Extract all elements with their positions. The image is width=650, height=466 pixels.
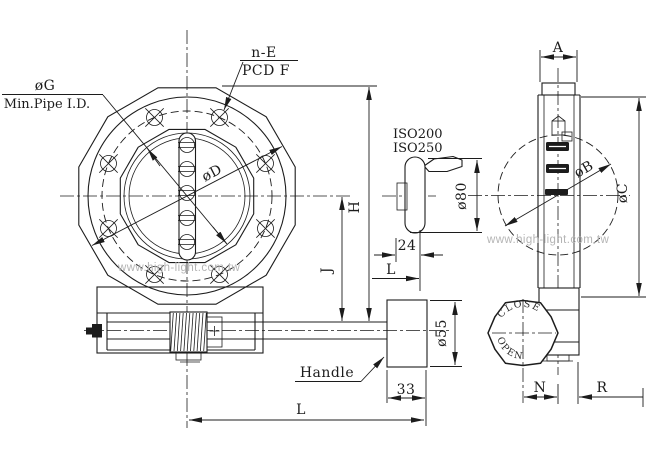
- dim-80-label: ø80: [454, 182, 470, 210]
- dim-C-label: øC: [615, 183, 631, 203]
- bolt-spec-callout: n-E PCD F: [223, 45, 298, 111]
- iso-plate: [404, 156, 426, 234]
- pipe-id-label-bottom: Min.Pipe I.D.: [4, 97, 90, 112]
- dim-knob-diameter-label: ø55: [434, 319, 450, 347]
- dim-A-label: A: [552, 40, 564, 56]
- worm-screw: [169, 311, 208, 353]
- watermark-left: www.high-light.com.tw: [117, 262, 240, 274]
- front-view: øG Min.Pipe I.D. n-E PCD F øD: [2, 30, 350, 428]
- dim-H-label: H: [347, 201, 363, 214]
- dim-B-label: øB: [571, 158, 596, 182]
- adjuster-bolt: [86, 324, 102, 338]
- side-view: CLOSE OPEN A øB øC N: [468, 40, 646, 407]
- iso-mount-detail: ISO200 ISO250 ø80 24 L: [372, 127, 482, 291]
- disc-diameter-dimension: øD: [91, 146, 283, 246]
- dim-C: øC: [581, 96, 646, 298]
- gear-nut: [206, 316, 223, 348]
- pcd-label: PCD F: [242, 63, 290, 79]
- dim-33-label: 33: [397, 382, 416, 398]
- handwheel: CLOSE OPEN: [487, 299, 559, 403]
- handle-knob: [386, 299, 428, 368]
- iso-standard-1: ISO200: [393, 127, 443, 142]
- iso-boss: [396, 182, 408, 211]
- dim-J-label: J: [319, 267, 335, 275]
- dim-R-label: R: [596, 380, 607, 396]
- pipe-id-label-top: øG: [35, 78, 56, 94]
- handle-label: Handle: [300, 365, 354, 381]
- flange-circle: [87, 96, 287, 296]
- dim-L-small-label: L: [386, 262, 396, 278]
- stem-assembly: [545, 115, 573, 195]
- dim-A: A: [539, 40, 578, 82]
- bolt-count-label: n-E: [251, 45, 276, 61]
- dim-N-R: N R: [524, 362, 644, 407]
- dim-24-label: 24: [398, 238, 417, 254]
- watermark-right: www.high-light.com.tw: [486, 234, 609, 246]
- dim-N-label: N: [534, 380, 547, 396]
- disc-diameter-label: øD: [199, 162, 225, 186]
- gear-actuator-front: [84, 286, 452, 368]
- front-dimensions: H J ø55 33 Handle L: [189, 85, 462, 426]
- iso-standard-2: ISO250: [393, 141, 443, 156]
- mount-tab: [175, 352, 202, 361]
- body-dodecagon: [78, 87, 296, 305]
- dim-L-label: L: [296, 402, 306, 418]
